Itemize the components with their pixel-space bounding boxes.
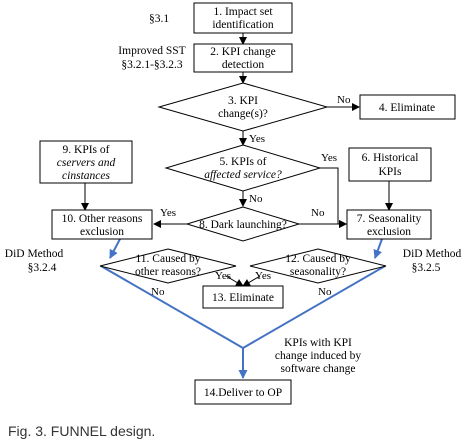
diamond-8: 8. Dark launching?	[185, 206, 301, 242]
edge-label-yes-d3: Yes	[249, 133, 265, 145]
box-2: 2. KPI change detection	[193, 43, 293, 73]
did-method-left-label: DiD Method	[5, 248, 64, 260]
box-1-line2: identification	[212, 19, 274, 31]
box-1: 1. Impact set identification	[193, 2, 293, 34]
funnel-note: KPIs with KPI change induced by software…	[275, 337, 361, 375]
edge-label-no-d11: No	[151, 286, 165, 298]
box-1-line1: 1. Impact set	[213, 6, 273, 18]
diamond-11-line1: 11. Caused by	[135, 253, 200, 265]
did-method-right-section: §3.2.5	[412, 262, 441, 274]
box-9-line2: cservers and	[57, 157, 116, 169]
improved-sst-sections: §3.2.1-§3.2.3	[121, 59, 183, 71]
diamond-3-line1: 3. KPI	[228, 95, 258, 107]
box-9-line1: 9. KPIs of	[63, 144, 110, 156]
edge-label-yes-d11: Yes	[215, 270, 231, 282]
connectors	[81, 33, 393, 287]
edge-label-yes-d8: Yes	[160, 207, 176, 219]
side-labels: §3.1 Improved SST §3.2.1-§3.2.3 DiD Meth…	[5, 13, 462, 274]
edge-label-yes-d5: Yes	[321, 152, 337, 164]
box-4-text: 4. Eliminate	[379, 102, 435, 114]
box-13-text: 13. Eliminate	[212, 292, 274, 304]
diamond-5: 5. KPIs of affected service?	[164, 144, 322, 192]
edge-label-no-d5: No	[249, 193, 263, 205]
edge-11-yes-to-13	[225, 275, 244, 287]
funnel-note-line1: KPIs with KPI	[284, 337, 352, 349]
edge-label-no-d3: No	[337, 94, 351, 106]
box-7-line1: 7. Seasonality	[357, 213, 422, 225]
edge-label-no-d8: No	[311, 207, 325, 219]
funnel-10-to-11	[109, 238, 121, 259]
funnel-left-side	[100, 265, 244, 349]
funnel-note-line3: software change	[280, 363, 355, 375]
edge-labels: No Yes Yes No Yes No No Yes Yes No	[151, 94, 351, 298]
diamond-8-text: 8. Dark launching?	[199, 219, 287, 231]
edge-12-yes-to-13	[242, 275, 261, 287]
diamond-11-line2: other reasons?	[135, 266, 201, 278]
figure-caption: Fig. 3. FUNNEL design.	[8, 423, 155, 439]
did-method-left-section: §3.2.4	[28, 262, 57, 274]
diamond-3: 3. KPI change(s)?	[157, 82, 329, 132]
box-10-line1: 10. Other reasons	[62, 213, 143, 225]
diamond-5-line2: affected service?	[204, 169, 282, 181]
edge-label-yes-d12: Yes	[255, 270, 271, 282]
box-2-line1: 2. KPI change	[210, 46, 275, 58]
funnel-note-line2: change induced by	[275, 350, 361, 362]
diamond-12-line1: 12. Caused by	[285, 253, 351, 265]
box-6-line1: 6. Historical	[362, 152, 419, 164]
did-method-right-label: DiD Method	[403, 248, 462, 260]
diamond-12: 12. Caused by seasonality?	[249, 248, 387, 284]
box-7: 7. Seasonality exclusion	[346, 209, 432, 240]
funnel-right-side	[242, 265, 386, 349]
improved-sst-label: Improved SST	[118, 45, 185, 57]
box-2-line2: detection	[222, 59, 264, 71]
box-10: 10. Other reasons exclusion	[51, 209, 153, 240]
box-14: 14.Deliver to OP	[194, 379, 292, 405]
section-3-1-label: §3.1	[149, 13, 169, 25]
diamond-12-line2: seasonality?	[290, 266, 346, 278]
box-10-line2: exclusion	[80, 226, 124, 238]
box-4: 4. Eliminate	[359, 94, 456, 120]
diamond-3-line2: change(s)?	[218, 108, 268, 120]
box-6: 6. Historical KPIs	[348, 147, 432, 182]
edge-label-no-d12: No	[318, 286, 332, 298]
box-7-line2: exclusion	[367, 226, 411, 238]
funnel-lines	[100, 238, 386, 379]
box-9-line3: cinstances	[62, 170, 110, 182]
box-14-text: 14.Deliver to OP	[204, 387, 282, 399]
funnel-7-to-12	[373, 238, 383, 259]
diamond-5-line1: 5. KPIs of	[220, 156, 267, 168]
box-13: 13. Eliminate	[202, 285, 284, 309]
box-9: 9. KPIs of cservers and cinstances	[39, 140, 133, 184]
box-6-line2: KPIs	[378, 166, 402, 178]
diamond-11: 11. Caused by other reasons?	[99, 248, 237, 284]
